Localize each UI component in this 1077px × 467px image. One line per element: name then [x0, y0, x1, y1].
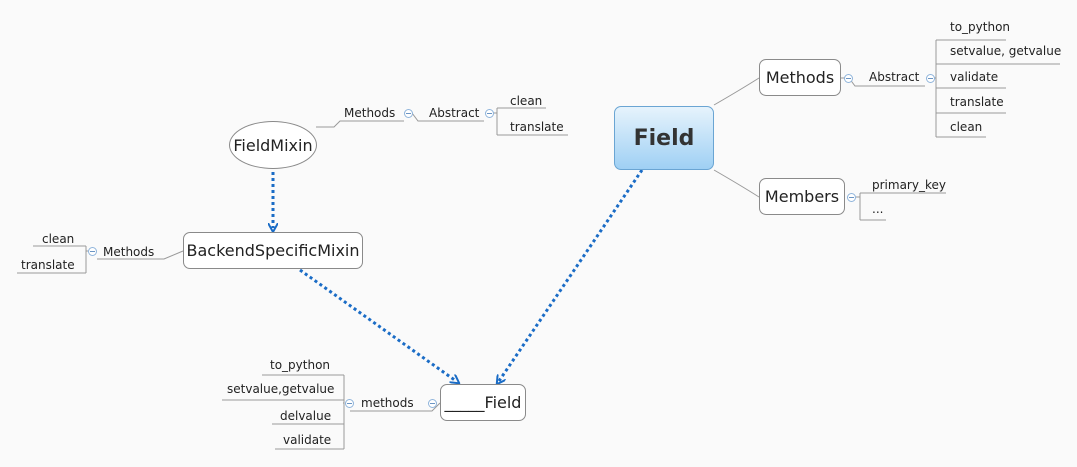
link-field-methods: [713, 77, 760, 106]
bracket-mixin-items: [491, 107, 568, 136]
list-item: primary_key: [872, 178, 946, 192]
arrow-field-to-underscore: [499, 169, 644, 381]
arrow-backend-to-underscore: [299, 268, 456, 381]
list-item: translate: [510, 120, 564, 134]
link-mixin-abstract: [411, 112, 484, 122]
methods-label: methods: [361, 396, 414, 410]
collapse-toggle[interactable]: [428, 399, 437, 408]
collapse-toggle[interactable]: [926, 74, 935, 83]
link-backend-methods: [97, 250, 184, 260]
underscore-field-topic[interactable]: _____Field: [440, 384, 526, 421]
collapse-toggle[interactable]: [847, 193, 856, 202]
list-item: translate: [950, 95, 1004, 109]
link-field-members: [713, 169, 760, 198]
collapse-toggle[interactable]: [485, 109, 494, 118]
abstract-label: Abstract: [869, 70, 920, 84]
list-item: clean: [950, 120, 983, 134]
list-item: clean: [510, 94, 543, 108]
list-item: validate: [283, 433, 332, 447]
bracket-backend-items: [17, 245, 88, 274]
list-item: translate: [21, 258, 75, 272]
list-item: validate: [950, 70, 999, 84]
bracket-underscore-items: [222, 374, 345, 450]
collapse-toggle[interactable]: [404, 109, 413, 118]
fieldmixin-topic[interactable]: FieldMixin: [229, 121, 317, 169]
backend-specific-mixin-topic[interactable]: BackendSpecificMixin: [183, 232, 363, 269]
methods-label: Methods: [103, 245, 155, 259]
list-item: delvalue: [280, 409, 332, 423]
abstract-label: Abstract: [429, 106, 480, 120]
collapse-toggle[interactable]: [345, 399, 354, 408]
methods-topic[interactable]: Methods: [759, 59, 841, 96]
list-item: ...: [872, 202, 884, 216]
link-mixin-methods: [316, 120, 404, 128]
list-item: setvalue, getvalue: [950, 44, 1062, 58]
list-item: setvalue,getvalue: [227, 382, 335, 396]
field-central-topic[interactable]: Field: [614, 106, 714, 170]
list-item: clean: [42, 232, 75, 246]
list-item: to_python: [950, 20, 1011, 34]
link-underscore-methods: [350, 402, 441, 412]
methods-label: Methods: [344, 106, 396, 120]
collapse-toggle[interactable]: [844, 74, 853, 83]
bracket-members-items: [856, 192, 946, 221]
list-item: to_python: [270, 358, 331, 372]
members-topic[interactable]: Members: [759, 178, 845, 215]
collapse-toggle[interactable]: [88, 247, 97, 256]
